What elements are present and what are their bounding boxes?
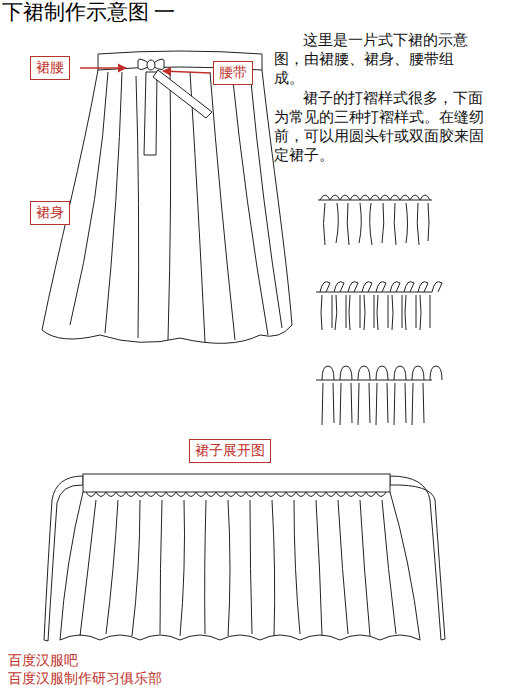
pleat-style <box>316 380 432 381</box>
leader-arrow <box>163 71 210 73</box>
leader-arrow <box>80 68 210 73</box>
label-box: 裙腰 <box>30 56 70 80</box>
skirt-figure <box>42 325 292 343</box>
label-box: 腰带 <box>213 61 253 85</box>
unfolded-skirt <box>60 492 83 640</box>
pleat-style <box>320 195 430 200</box>
skirt-figure <box>262 70 292 325</box>
pleat-style <box>321 295 430 330</box>
leader-arrow <box>80 67 126 68</box>
pleat-style <box>316 366 442 425</box>
unfolded-skirt <box>390 476 445 640</box>
watermark: 百度汉服制作研习俱乐部 <box>8 669 248 688</box>
skirt-figure <box>153 70 212 118</box>
pleat-style <box>318 195 432 245</box>
watermark: 百度汉服吧 <box>8 651 208 670</box>
pleat-style <box>316 282 442 330</box>
skirt-figure <box>42 70 98 330</box>
part-name: 裙腰 <box>36 59 64 77</box>
note-text: 裙子的打褶样式很多，下面为常见的三种打褶样式。在缝纫前，可以用圆头针或双面胶来固… <box>274 89 492 165</box>
pleat-style <box>322 366 442 380</box>
pleat-style <box>318 200 432 201</box>
unfolded-skirt <box>80 500 396 636</box>
skirt-figure <box>70 72 108 325</box>
label-box: 裙子展开图 <box>189 439 271 463</box>
pleat-style <box>322 383 424 425</box>
unfolded-skirt <box>86 492 386 497</box>
unfolded-skirt <box>44 474 445 641</box>
unfolded-skirt <box>83 474 390 492</box>
part-name: 裙身 <box>36 204 64 222</box>
pleat-style <box>320 282 442 292</box>
skirt-figure <box>105 72 122 333</box>
skirt-figure <box>210 72 235 340</box>
part-name: 裙子展开图 <box>195 442 265 460</box>
skirt-figure <box>232 72 268 335</box>
note-text: 这里是一片式下裙的示意图，由裙腰、裙身、腰带组成。 <box>274 31 482 88</box>
unfolded-skirt <box>60 635 420 640</box>
skirt-figure <box>147 60 155 70</box>
skirt-figure <box>136 76 139 338</box>
skirt-figure <box>42 51 292 343</box>
page-title: 下裙制作示意图 一 <box>2 0 175 24</box>
label-box: 裙身 <box>30 201 70 225</box>
pleat-style <box>324 203 430 245</box>
unfolded-skirt <box>44 476 83 641</box>
skirt-figure <box>168 72 171 340</box>
skirt-figure <box>144 72 157 155</box>
pleat-style <box>316 292 432 293</box>
part-name: 腰带 <box>219 64 247 82</box>
